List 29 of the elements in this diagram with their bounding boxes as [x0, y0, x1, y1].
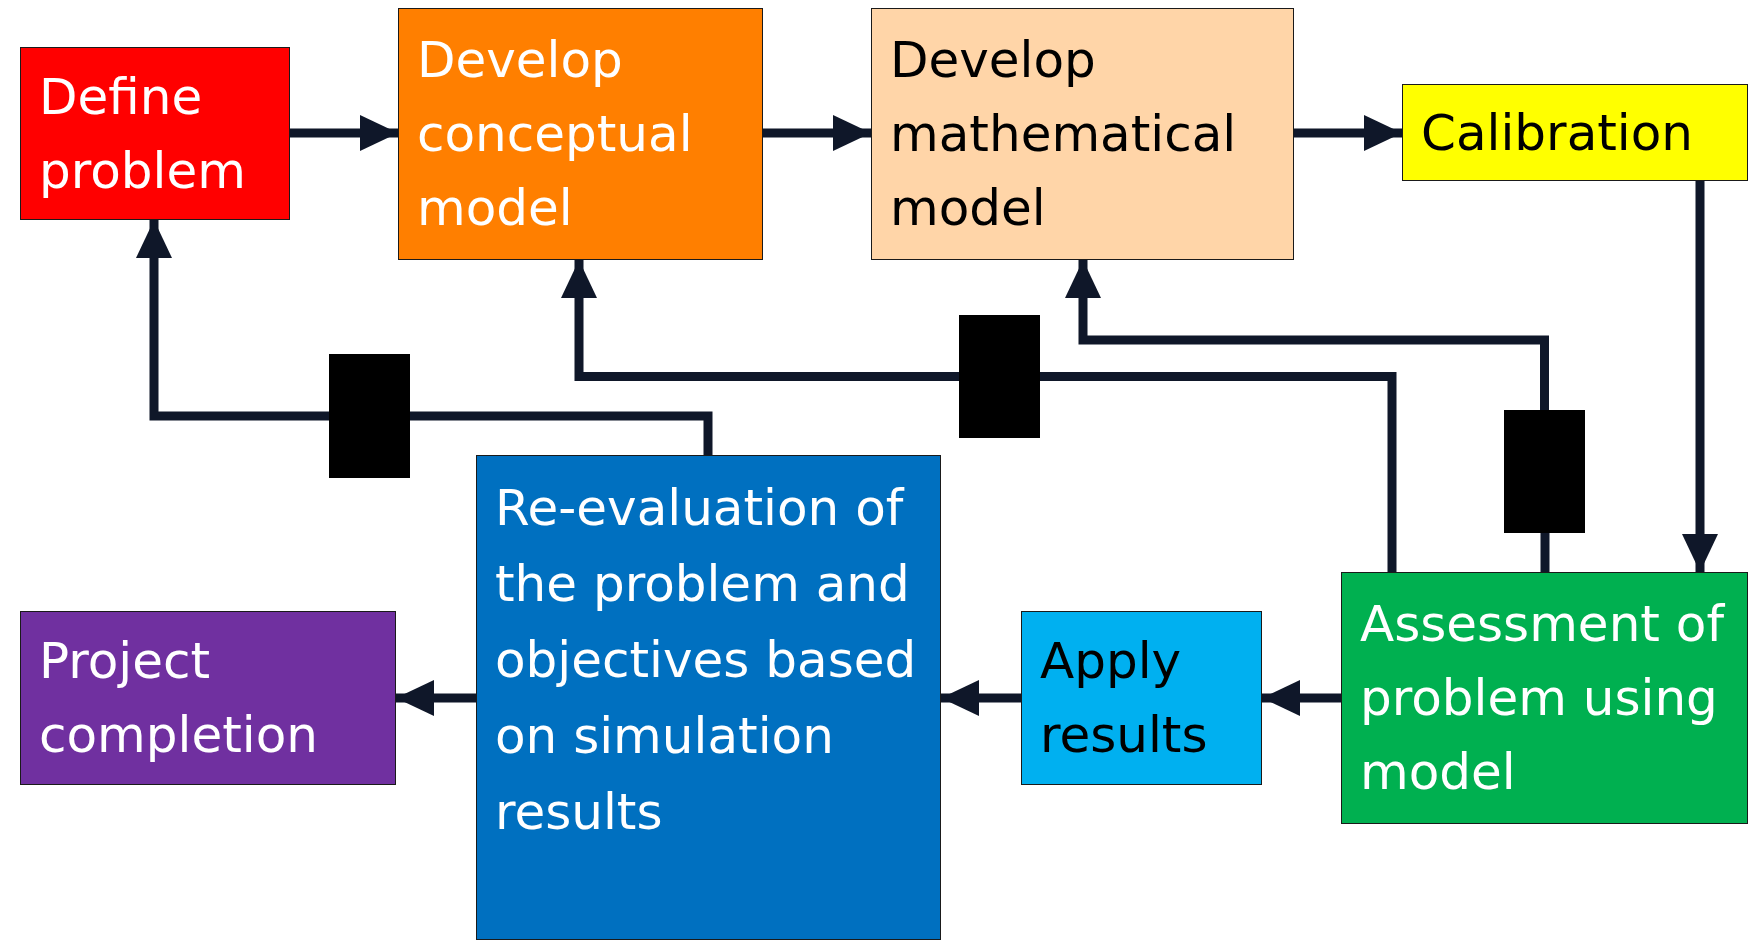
- arrow: [290, 115, 398, 151]
- process-box: [20, 47, 290, 220]
- node-label: Assessment of problem using model: [1360, 594, 1726, 803]
- arrow: [1065, 260, 1549, 410]
- arrow: [136, 220, 329, 421]
- process-box: [1021, 611, 1262, 785]
- node-label: Develop conceptual model: [417, 30, 694, 239]
- arrow: [941, 680, 1021, 716]
- node-label: Re-evaluation of the problem and objectives based on simulation results: [495, 478, 918, 843]
- filled-block: [329, 354, 410, 478]
- process-box: [398, 8, 763, 260]
- node-label: Project completion: [39, 631, 319, 766]
- node-label: Calibration: [1421, 102, 1695, 164]
- arrow: [396, 680, 476, 716]
- process-box: [1341, 572, 1748, 824]
- node-label: Develop mathematical model: [890, 30, 1238, 239]
- node-label: Apply results: [1040, 631, 1209, 766]
- arrow: [1294, 115, 1402, 151]
- arrow: [1682, 181, 1718, 572]
- arrow: [1262, 680, 1341, 716]
- filled-block: [959, 315, 1040, 438]
- process-box: [1402, 84, 1748, 181]
- node-label: Define problem: [39, 66, 247, 202]
- process-box: [20, 611, 396, 785]
- filled-block: [1504, 410, 1585, 533]
- process-box: [476, 455, 941, 940]
- arrow: [561, 260, 959, 381]
- process-box: [871, 8, 1294, 260]
- arrow: [763, 115, 871, 151]
